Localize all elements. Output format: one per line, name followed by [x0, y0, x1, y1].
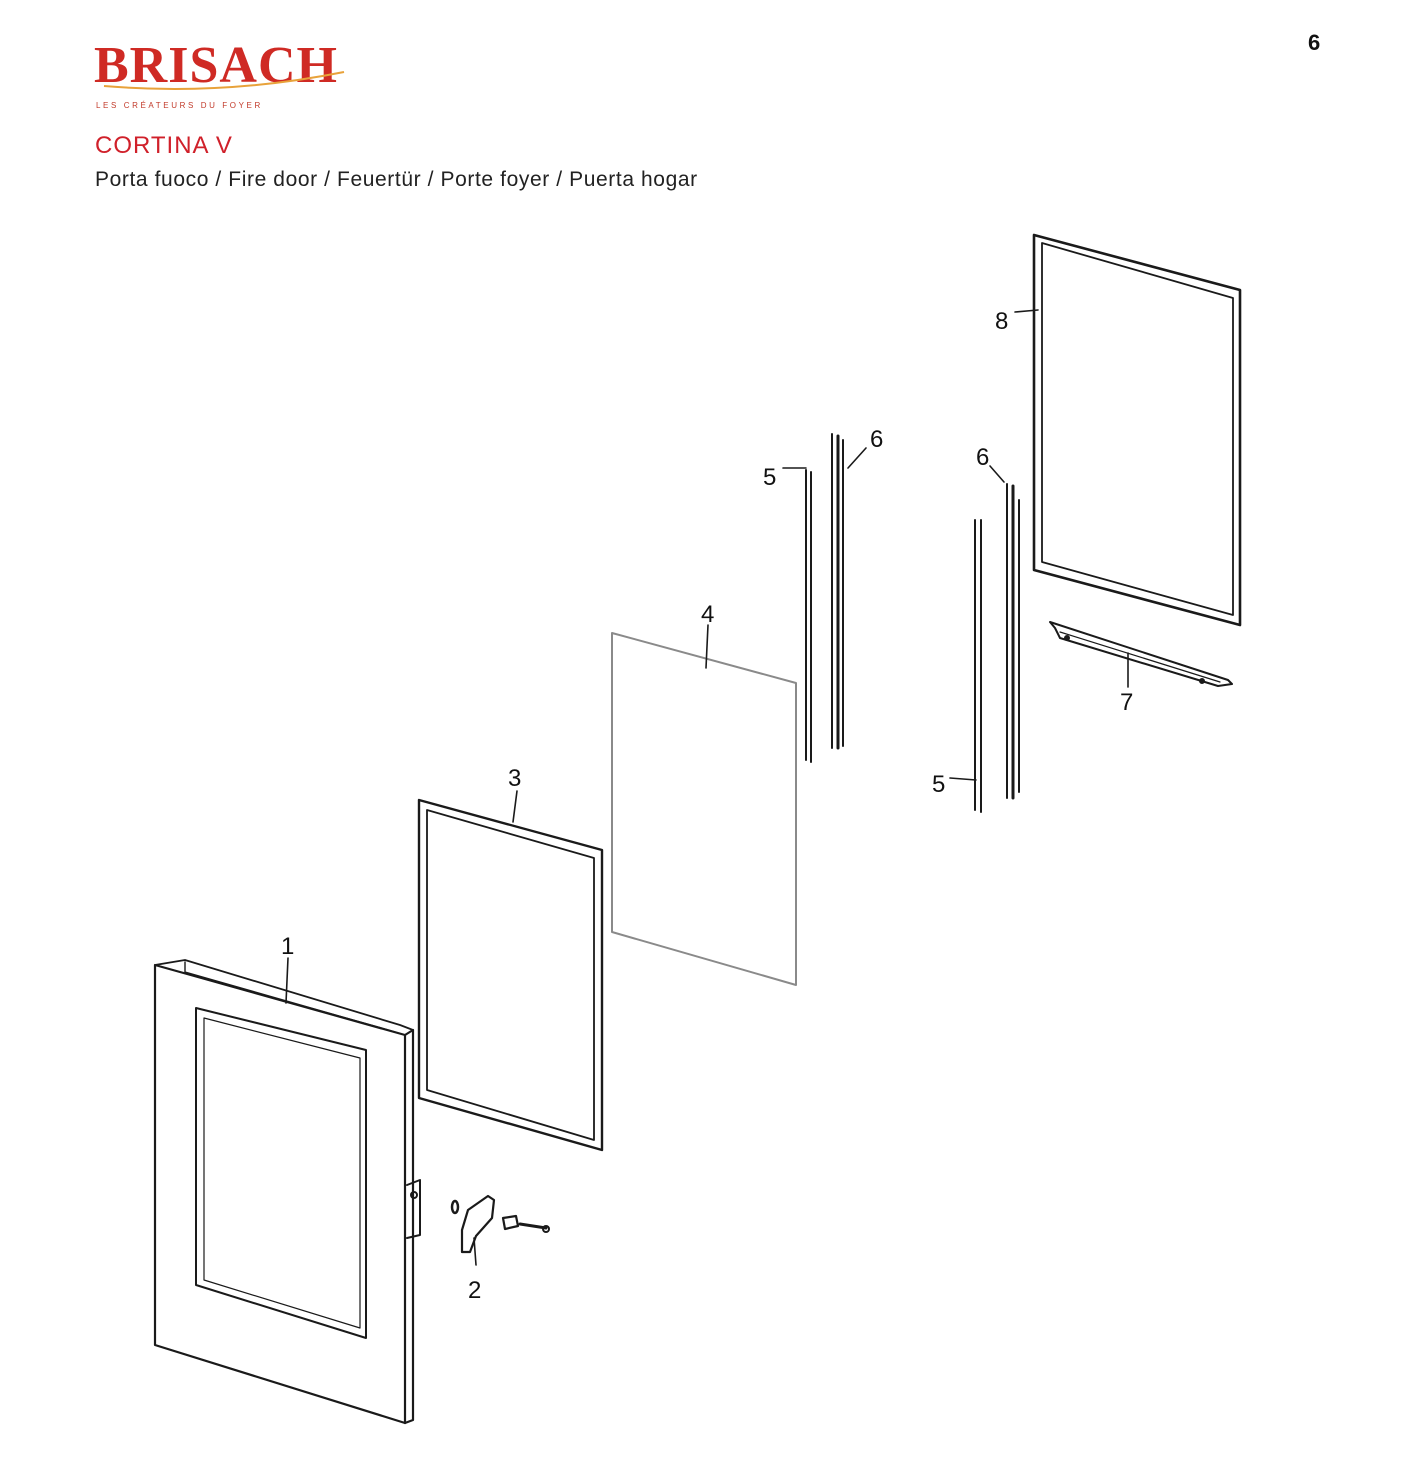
callout-5-lower: 5 [932, 771, 945, 798]
leader-lines [285, 309, 1129, 1266]
part-6-gasket-lower [1006, 483, 1020, 800]
callout-5-upper: 5 [763, 464, 776, 491]
callout-7: 7 [1120, 689, 1133, 716]
part-8-back-frame [1032, 233, 1242, 627]
part-6-gasket-upper [831, 433, 844, 750]
part-4-glass [611, 632, 797, 986]
part-5-strip-lower [974, 519, 982, 813]
logo-tagline: LES CRÉATEURS DU FOYER [96, 101, 263, 110]
logo-swoosh [103, 71, 345, 90]
part-7-rail [1049, 621, 1233, 687]
model-title: CORTINA V [95, 132, 233, 159]
logo-wordmark: BRISACH [94, 37, 338, 94]
part-1-door [153, 959, 421, 1425]
callout-6-upper: 6 [870, 426, 883, 453]
part-5-strip-upper [805, 469, 812, 763]
callout-8: 8 [995, 308, 1008, 335]
callout-4: 4 [701, 601, 714, 628]
callout-1: 1 [281, 933, 294, 960]
part-3-frame [417, 798, 604, 1152]
callout-2: 2 [468, 1277, 481, 1304]
subtitle: Porta fuoco / Fire door / Feuertür / Por… [95, 168, 698, 191]
callout-6-lower: 6 [976, 444, 989, 471]
part-2-latch [450, 1194, 550, 1254]
callout-3: 3 [508, 765, 521, 792]
page-number: 6 [1308, 30, 1321, 55]
brisach-logo: BRISACH LES CRÉATEURS DU FOYER [94, 37, 345, 110]
